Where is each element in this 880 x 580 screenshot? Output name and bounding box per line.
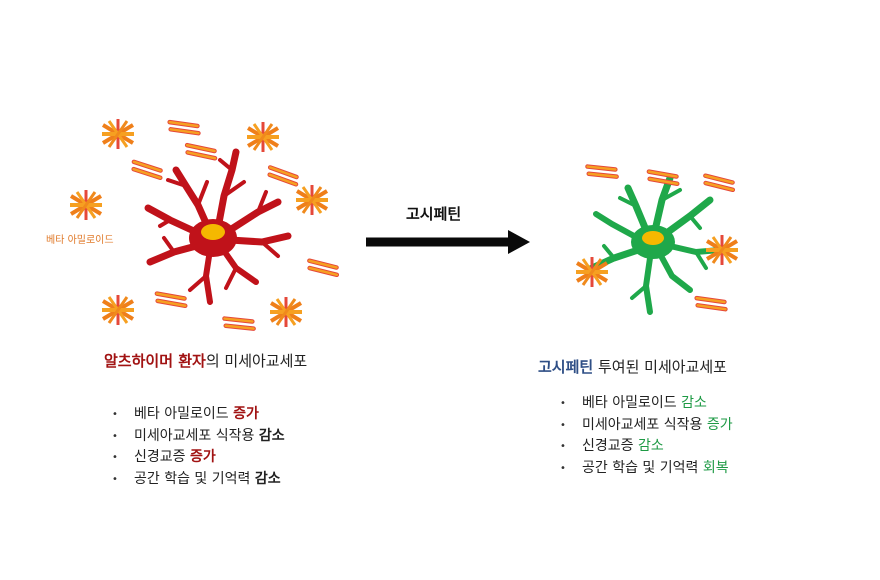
amyloid-plaque <box>100 293 136 327</box>
treatment-arrow <box>366 230 530 254</box>
amyloid-fibril <box>268 167 299 184</box>
left-caption-highlight: 알츠하이머 환자 <box>104 352 206 370</box>
amyloid-fibril <box>704 176 735 190</box>
list-item: 공간 학습 및 기억력 회복 <box>560 458 733 480</box>
right-caption-highlight: 고시페틴 <box>538 358 594 376</box>
list-item: 베타 아밀로이드 증가 <box>112 404 285 426</box>
left-effects-list: 베타 아밀로이드 증가 미세아교세포 식작용 감소 신경교증 증가 공간 학습 … <box>112 404 285 490</box>
left-caption: 알츠하이머 환자의 미세아교세포 <box>104 350 307 371</box>
left-caption-rest: 의 미세아교세포 <box>205 352 308 370</box>
amyloid-plaque <box>68 188 104 222</box>
list-item: 신경교증 증가 <box>112 447 285 469</box>
list-item: 미세아교세포 식작용 증가 <box>560 415 733 437</box>
amyloid-fibril <box>169 122 200 133</box>
right-caption: 고시페틴 투여된 미세아교세포 <box>538 356 727 377</box>
list-item: 미세아교세포 식작용 감소 <box>112 426 285 448</box>
treatment-arrow-label: 고시페틴 <box>406 205 462 223</box>
amyloid-fibril <box>132 162 163 178</box>
healthy-cell-nucleus <box>642 231 664 245</box>
sick-cell-nucleus <box>201 224 225 240</box>
right-effects-list: 베타 아밀로이드 감소 미세아교세포 식작용 증가 신경교증 감소 공간 학습 … <box>560 393 733 479</box>
amyloid-plaque <box>294 183 330 217</box>
amyloid-plaque <box>704 233 740 267</box>
amyloid-fibril <box>186 145 217 158</box>
amyloid-fibril <box>308 261 339 275</box>
healthy-microglia-cell <box>588 174 723 315</box>
list-item: 공간 학습 및 기억력 감소 <box>112 469 285 491</box>
amyloid-plaque <box>268 295 304 329</box>
amyloid-label: 베타 아밀로이드 <box>46 235 114 246</box>
amyloid-plaque <box>245 120 281 154</box>
amyloid-fibril <box>648 172 679 184</box>
amyloid-fibril <box>587 167 618 177</box>
amyloid-fibril <box>224 319 255 329</box>
list-item: 신경교증 감소 <box>560 436 733 458</box>
list-item: 베타 아밀로이드 감소 <box>560 393 733 415</box>
amyloid-plaque <box>100 117 136 151</box>
right-caption-rest: 투여된 미세아교세포 <box>593 358 727 376</box>
sick-microglia-cell <box>144 148 292 305</box>
amyloid-fibril <box>696 298 727 309</box>
amyloid-fibril <box>156 294 187 306</box>
